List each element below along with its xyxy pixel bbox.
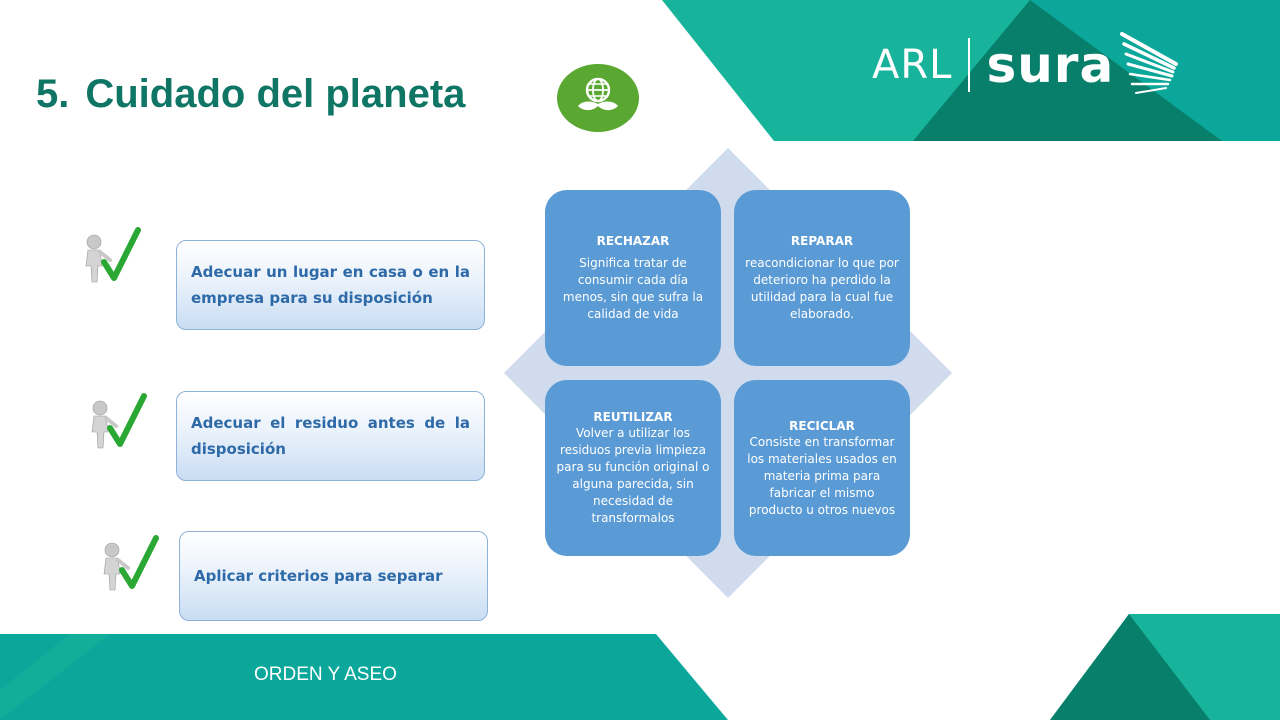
action-box-separation-criteria: Aplicar criterios para separar [179, 531, 488, 621]
page-title: 5. Cuidado del planeta [36, 72, 465, 117]
action-text: Adecuar el residuo antes de la disposici… [191, 414, 470, 458]
tile-body: Significa tratar de consumir cada día me… [562, 256, 704, 321]
action-box-prepare-waste: Adecuar el residuo antes de la disposici… [176, 391, 485, 481]
logo-sura-text: sura [986, 36, 1115, 94]
logo-divider [968, 38, 971, 92]
tile-reparar: REPARAR reacondicionar lo que por deteri… [734, 190, 910, 366]
tile-heading: RECHAZAR [596, 234, 670, 248]
person-with-checkmark-icon [85, 227, 141, 283]
title-number: 5. [36, 72, 70, 116]
logo-wing-icon [1120, 32, 1179, 94]
person-with-checkmark-icon [91, 393, 147, 449]
corner-band-dark [1050, 614, 1210, 720]
tile-body: reacondicionar lo que por deterioro ha p… [745, 256, 899, 321]
tile-heading: REUTILIZAR [593, 410, 673, 424]
tile-heading: RECICLAR [789, 418, 855, 433]
logo-arl-text: ARL [872, 42, 953, 88]
tile-body: Volver a utilizar los residuos previa li… [556, 426, 710, 525]
person-with-checkmark-icon [103, 535, 159, 591]
footer-band-accent [0, 634, 110, 720]
title-text: Cuidado del planeta [85, 72, 466, 116]
globe-leaves-icon [557, 64, 639, 132]
tile-reutilizar: REUTILIZAR Volver a utilizar los residuo… [545, 380, 721, 556]
tile-heading: REPARAR [790, 234, 854, 248]
tile-body: Consiste en transformar los materiales u… [747, 434, 897, 517]
action-text: Aplicar criterios para separar [194, 567, 443, 585]
action-box-disposal-place: Adecuar un lugar en casa o en la empresa… [176, 240, 485, 330]
tile-reciclar: RECICLAR Consiste en transformar los mat… [734, 380, 910, 556]
tile-rechazar: RECHAZAR Significa tratar de consumir ca… [545, 190, 721, 366]
footer-label: ORDEN Y ASEO [254, 664, 397, 685]
action-text: Adecuar un lugar en casa o en la empresa… [191, 263, 470, 307]
arl-sura-logo: ARL sura [872, 30, 1180, 100]
footer-band [0, 634, 728, 720]
header-band-dark [913, 0, 1222, 141]
